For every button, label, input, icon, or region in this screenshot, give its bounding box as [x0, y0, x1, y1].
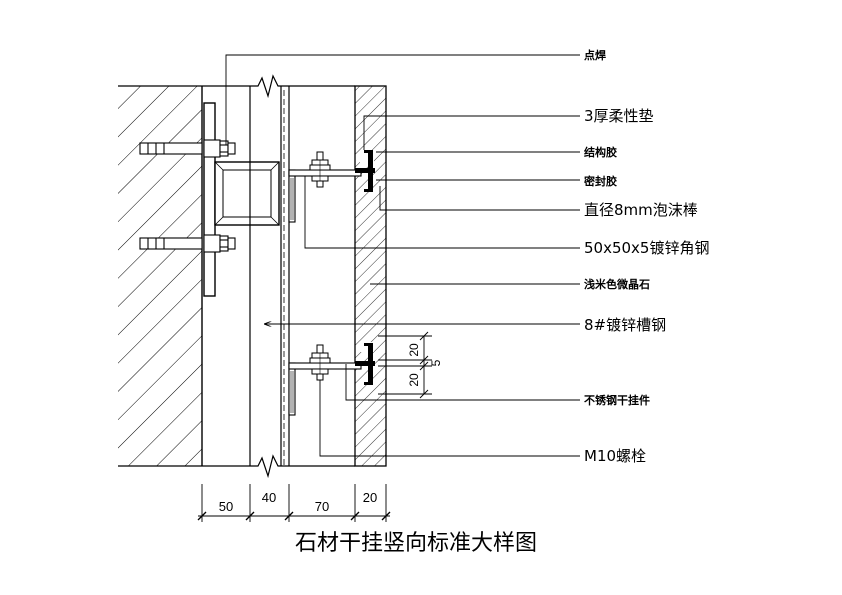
dim-side-3: 20 [407, 373, 421, 387]
stone-panel [354, 85, 387, 467]
label-marble: 浅米色微晶石 [584, 277, 650, 291]
label-angle-steel: 50x50x5镀锌角钢 [584, 239, 709, 257]
label-flexible-pad: 3厚柔性垫 [584, 107, 654, 125]
dim-bottom-1: 50 [219, 499, 233, 514]
drawing-title: 石材干挂竖向标准大样图 [295, 531, 537, 556]
anchor-bolt-upper [139, 139, 236, 158]
label-structural-adhesive: 结构胶 [583, 145, 617, 159]
label-sealant: 密封胶 [584, 174, 617, 188]
dim-side-1: 20 [407, 343, 421, 357]
bottom-break-line [202, 454, 355, 479]
bottom-dimension [197, 484, 391, 522]
label-channel-steel: 8#镀锌槽钢 [584, 316, 666, 334]
leader-lines [225, 54, 580, 457]
dim-bottom-2: 40 [262, 490, 276, 505]
side-dimension [378, 331, 432, 399]
bolt-upper [309, 151, 331, 188]
label-bolt: M10螺栓 [584, 447, 646, 465]
dim-bottom-4: 20 [363, 490, 377, 505]
embedded-plate [203, 102, 216, 297]
top-break-line [202, 74, 355, 99]
anchor-bolt-lower [139, 234, 236, 253]
label-stainless-hanger: 不锈钢干挂件 [584, 393, 650, 407]
stainless-hanger-upper [355, 150, 375, 192]
stainless-hanger-lower [355, 343, 375, 385]
dim-bottom-3: 70 [315, 499, 329, 514]
bolt-lower [309, 344, 331, 381]
label-spot-weld: 点焊 [584, 48, 606, 62]
steel-connector [214, 161, 280, 226]
channel-steel [249, 86, 290, 466]
label-foam-rod: 直径8mm泡沫棒 [584, 201, 698, 219]
dim-side-2: 5 [429, 359, 443, 366]
